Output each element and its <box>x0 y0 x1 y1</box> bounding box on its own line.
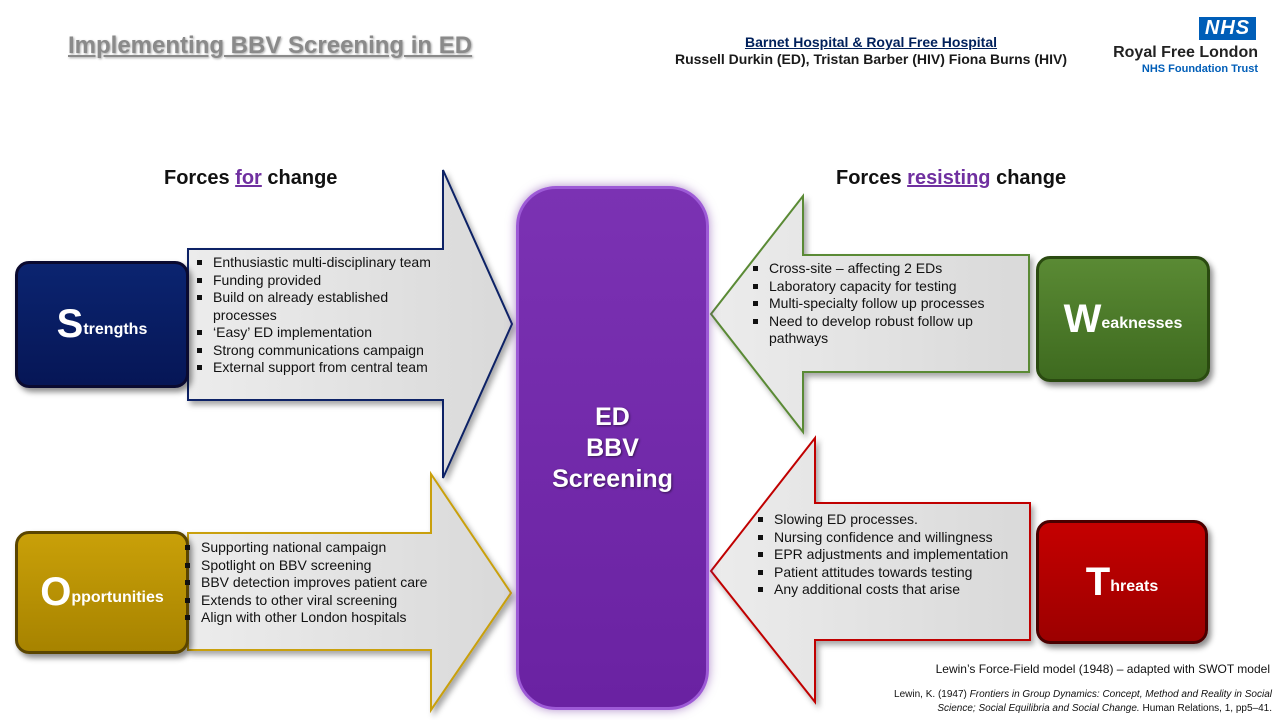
threats-initial: T <box>1085 559 1111 604</box>
list-item: Cross-site – affecting 2 EDs <box>751 260 1021 278</box>
center-line-1: ED <box>595 402 630 431</box>
heading-highlight: resisting <box>907 167 991 189</box>
ref-title: Frontiers in Group Dynamics: Concept, Me… <box>937 689 1272 714</box>
list-item: Slowing ED processes. <box>756 511 1024 529</box>
opportunities-list: Supporting national campaign Spotlight o… <box>183 539 443 627</box>
list-item: Supporting national campaign <box>183 539 443 557</box>
list-item: Nursing confidence and willingness <box>756 529 1024 547</box>
reference: Lewin, K. (1947) Frontiers in Group Dyna… <box>860 688 1272 716</box>
center-ed-bbv-screening: ED BBV Screening <box>516 186 709 710</box>
weaknesses-arrow <box>709 193 1030 435</box>
list-item: Funding provided <box>195 272 445 290</box>
opportunities-initial: O <box>40 570 72 614</box>
opportunities-arrow <box>187 470 513 714</box>
org-trust: NHS Foundation Trust <box>1141 63 1258 75</box>
list-item: Extends to other viral screening <box>183 592 443 610</box>
model-caption: Lewin’s Force-Field model (1948) – adapt… <box>935 662 1270 676</box>
strengths-list: Enthusiastic multi-disciplinary team Fun… <box>195 254 445 377</box>
list-item: BBV detection improves patient care <box>183 574 443 592</box>
nhs-logo: NHS <box>1199 17 1256 40</box>
list-item: Patient attitudes towards testing <box>756 564 1024 582</box>
threats-list: Slowing ED processes. Nursing confidence… <box>756 511 1024 599</box>
list-item: Any additional costs that arise <box>756 581 1024 599</box>
heading-prefix: Forces <box>836 167 908 189</box>
center-line-2: BBV <box>586 433 639 462</box>
heading-forces-resisting: Forces resisting change <box>836 167 1066 190</box>
strengths-arrow <box>187 169 514 479</box>
ref-journal: Human Relations, 1, pp5–41. <box>1139 703 1272 714</box>
list-item: Laboratory capacity for testing <box>751 278 1021 296</box>
hospital-credits: Barnet Hospital & Royal Free Hospital Ru… <box>640 34 1102 68</box>
weaknesses-rest: eaknesses <box>1101 315 1183 332</box>
list-item: Build on already established processes <box>195 289 445 324</box>
weaknesses-initial: W <box>1063 296 1102 341</box>
strengths-rest: trengths <box>83 320 148 338</box>
hospitals-line: Barnet Hospital & Royal Free Hospital <box>744 34 998 50</box>
list-item: Align with other London hospitals <box>183 609 443 627</box>
authors-line: Russell Durkin (ED), Tristan Barber (HIV… <box>674 51 1068 67</box>
heading-prefix: Forces <box>164 167 236 189</box>
heading-suffix: change <box>990 167 1067 189</box>
heading-suffix: change <box>261 167 338 189</box>
list-item: ‘Easy’ ED implementation <box>195 324 445 342</box>
opportunities-rest: pportunities <box>71 588 164 606</box>
list-item: Multi-specialty follow up processes <box>751 295 1021 313</box>
list-item: Need to develop robust follow up pathway… <box>751 313 1021 348</box>
list-item: Strong communications campaign <box>195 342 445 360</box>
weaknesses-list: Cross-site – affecting 2 EDs Laboratory … <box>751 260 1021 348</box>
heading-highlight: for <box>235 167 262 189</box>
heading-forces-for: Forces for change <box>164 167 337 190</box>
list-item: Enthusiastic multi-disciplinary team <box>195 254 445 272</box>
threats-arrow <box>709 435 1031 705</box>
list-item: EPR adjustments and implementation <box>756 546 1024 564</box>
list-item: Spotlight on BBV screening <box>183 557 443 575</box>
org-name: Royal Free London <box>1113 44 1258 61</box>
strengths-initial: S <box>56 302 84 346</box>
list-item: External support from central team <box>195 359 445 377</box>
threats-rest: hreats <box>1110 578 1159 595</box>
ref-author: Lewin, K. (1947) <box>894 689 970 700</box>
page-title: Implementing BBV Screening in ED <box>68 32 473 59</box>
center-line-3: Screening <box>552 464 673 493</box>
